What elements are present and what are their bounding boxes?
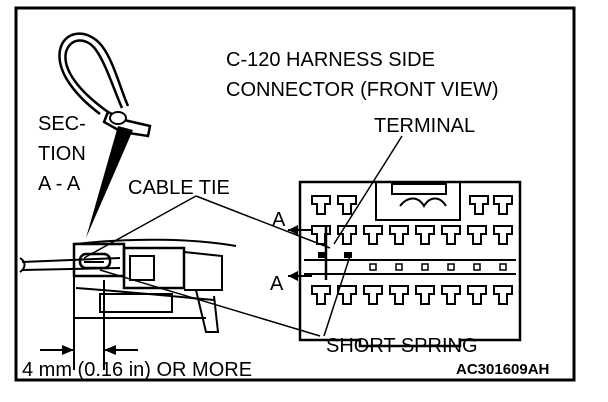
section-label-line1: SEC-: [38, 113, 86, 135]
connector-title-line1: C-120 HARNESS SIDE: [226, 49, 435, 71]
section-arrows: [288, 225, 328, 281]
section-label-line3: A - A: [38, 173, 81, 195]
cable-tie-label: CABLE TIE: [128, 177, 230, 199]
terminal-row-bottom: [311, 285, 513, 305]
figure-border: [14, 6, 576, 382]
dimension-label: 4 mm (0.16 in) OR MORE: [22, 359, 252, 381]
terminal-row-middle: [311, 225, 513, 271]
connector-title-line2: CONNECTOR (FRONT VIEW): [226, 79, 499, 101]
terminal-row-top: [311, 195, 513, 215]
section-view: [19, 238, 237, 333]
cable-tie-drawing: [58, 32, 152, 238]
leader-lines: [83, 135, 403, 337]
figure-code: AC301609AH: [456, 361, 549, 378]
section-label-line2: TION: [38, 143, 86, 165]
connector-front-view: [298, 180, 522, 348]
short-spring-label: SHORT SPRING: [326, 335, 478, 357]
arrow-a-upper-label: A: [272, 209, 286, 231]
arrow-a-lower-label: A: [270, 273, 284, 295]
terminal-label: TERMINAL: [374, 115, 475, 137]
dimension-lines: [40, 280, 138, 370]
